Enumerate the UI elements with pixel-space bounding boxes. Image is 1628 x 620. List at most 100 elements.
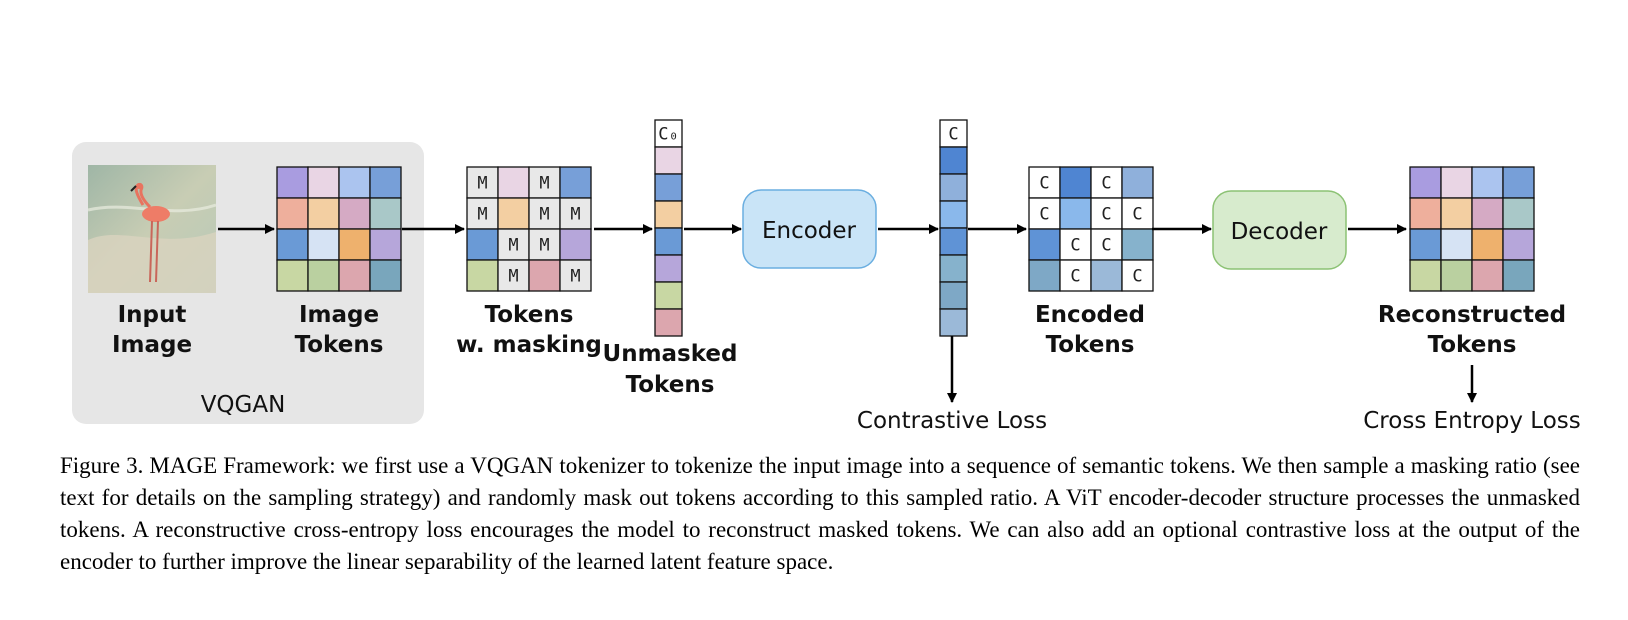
- masked-token-cell: [559, 259, 592, 292]
- image-token-cell: [369, 166, 402, 199]
- vqgan-label: VQGAN: [201, 392, 286, 418]
- input-image-label-line2: Image: [112, 332, 192, 358]
- image-token-cell: [338, 259, 371, 292]
- masked-token-cell-symbol: M: [539, 236, 549, 256]
- image-token-cell: [307, 228, 340, 261]
- class-placeholder-cell: [1028, 166, 1061, 199]
- masked-token-cell: [528, 228, 561, 261]
- class-placeholder-cell: [1090, 197, 1123, 230]
- masked-token-cell: [497, 259, 530, 292]
- class-placeholder-cell-symbol: C: [1070, 236, 1080, 256]
- masked-token-cell-symbol: M: [477, 174, 487, 194]
- visible-token-cell: [466, 259, 499, 292]
- encoded-token-cell: [1121, 166, 1154, 199]
- image-token-cell: [369, 197, 402, 230]
- encoded-token-cell: [1121, 228, 1154, 261]
- reconstructed-token-cell: [1471, 166, 1504, 199]
- image-token-cell: [276, 259, 309, 292]
- class-placeholder-cell: [1121, 197, 1154, 230]
- image-tokens-grid: [276, 166, 402, 292]
- unmasked-tokens-column: C₀: [654, 119, 683, 337]
- encoder-label: Encoder: [762, 218, 857, 244]
- image-token-cell: [338, 228, 371, 261]
- class-placeholder-cell: [1090, 228, 1123, 261]
- encoded-feature-cell: [939, 227, 968, 256]
- reconstructed-token-cell: [1502, 166, 1535, 199]
- visible-token-cell: [466, 228, 499, 261]
- input-image: [87, 165, 217, 293]
- encoded-feature-cell: [939, 308, 968, 337]
- encoded-feature-cell: [939, 200, 968, 229]
- class-placeholder-cell-symbol: C: [1101, 236, 1111, 256]
- masked-token-cell-symbol: M: [477, 205, 487, 225]
- tokens-masking-label-line1: Tokens: [485, 302, 574, 328]
- visible-token-cell: [559, 166, 592, 199]
- reconstructed-token-cell: [1502, 197, 1535, 230]
- unmasked-token-cell: [654, 254, 683, 283]
- visible-token-cell: [497, 197, 530, 230]
- visible-token-cell: [559, 228, 592, 261]
- reconstructed-token-cell: [1440, 197, 1473, 230]
- figure-caption: Figure 3. MAGE Framework: we first use a…: [60, 453, 1580, 574]
- class-placeholder-cell: [1121, 259, 1154, 292]
- image-token-cell: [338, 166, 371, 199]
- reconstructed-token-cell: [1409, 228, 1442, 261]
- image-token-cell: [369, 228, 402, 261]
- encoded-feature-cell: [939, 254, 968, 283]
- flow-arrows: [218, 224, 1477, 403]
- class-placeholder-cell: [1090, 166, 1123, 199]
- masked-token-cell: [466, 197, 499, 230]
- masked-token-cell-symbol: M: [539, 174, 549, 194]
- class-placeholder-cell-symbol: C: [1039, 205, 1049, 225]
- class-token-cell-symbol: C: [948, 125, 958, 145]
- encoder-box: [742, 189, 877, 269]
- masked-token-cell-symbol: M: [508, 236, 518, 256]
- class-placeholder-cell-symbol: C: [1101, 174, 1111, 194]
- reconstructed-token-cell: [1440, 228, 1473, 261]
- input-image-label-line1: Input: [118, 302, 187, 328]
- image-token-cell: [307, 166, 340, 199]
- masked-token-cell: [559, 197, 592, 230]
- reconstructed-token-cell: [1409, 166, 1442, 199]
- reconstructed-token-cell: [1409, 259, 1442, 292]
- reconstructed-token-cell: [1440, 166, 1473, 199]
- encoded-feature-cell: [939, 173, 968, 202]
- class-token-cell-symbol: C₀: [658, 125, 678, 145]
- masked-token-cell: [497, 228, 530, 261]
- reconstructed-token-cell: [1409, 197, 1442, 230]
- unmasked-token-cell: [654, 146, 683, 175]
- decoder-label: Decoder: [1231, 219, 1328, 245]
- class-placeholder-cell-symbol: C: [1101, 205, 1111, 225]
- decoder-box: [1212, 190, 1347, 270]
- image-token-cell: [338, 197, 371, 230]
- encoded-token-cell: [1028, 228, 1061, 261]
- image-token-cell: [307, 197, 340, 230]
- encoded-feature-cell: [939, 146, 968, 175]
- reconstructed-tokens-grid: [1409, 166, 1535, 292]
- masked-token-cell-symbol: M: [539, 205, 549, 225]
- class-placeholder-cell-symbol: C: [1039, 174, 1049, 194]
- class-placeholder-cell: [1059, 228, 1092, 261]
- visible-token-cell: [528, 259, 561, 292]
- image-tokens-label-line2: Tokens: [295, 332, 384, 358]
- unmasked-token-cell: [654, 173, 683, 202]
- encoded-tokens-label-line1: Encoded: [1035, 302, 1145, 328]
- masked-token-cell-symbol: M: [570, 205, 580, 225]
- reconstructed-token-cell: [1502, 259, 1535, 292]
- class-placeholder-cell-symbol: C: [1070, 267, 1080, 287]
- unmasked-tokens-label-line2: Tokens: [626, 372, 715, 398]
- image-token-cell: [307, 259, 340, 292]
- image-tokens-label-line1: Image: [299, 302, 379, 328]
- encoded-feature-cell: [939, 281, 968, 310]
- masked-token-cell-symbol: M: [508, 267, 518, 287]
- reconstructed-token-cell: [1440, 259, 1473, 292]
- class-placeholder-cell-symbol: C: [1132, 205, 1142, 225]
- reconstructed-token-cell: [1471, 259, 1504, 292]
- image-token-cell: [276, 197, 309, 230]
- unmasked-tokens-label-line1: Unmasked: [603, 341, 738, 367]
- encoded-token-cell: [1090, 259, 1123, 292]
